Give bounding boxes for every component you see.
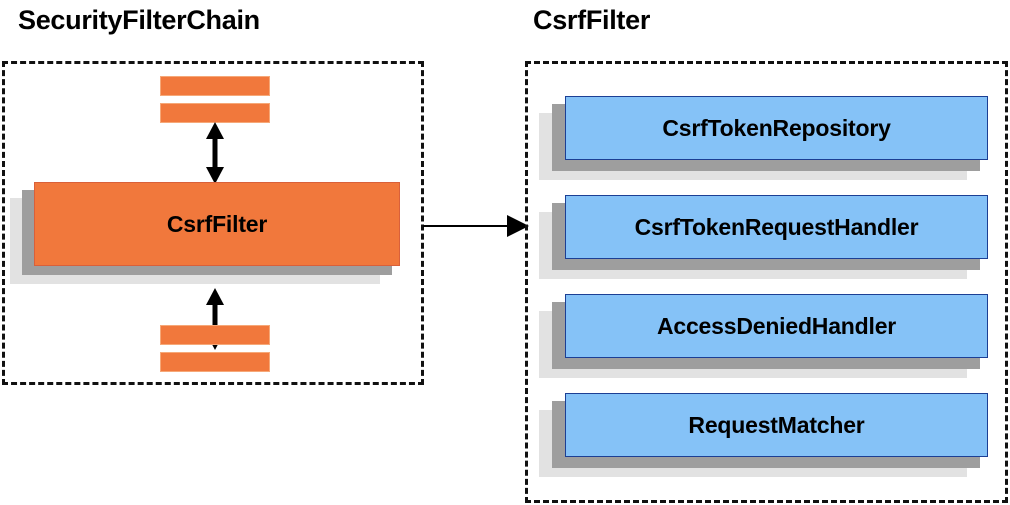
node-csrf-token-request-handler[interactable]: CsrfTokenRequestHandler — [565, 195, 988, 259]
arrow-chain-above-to-csrffilter — [206, 122, 224, 184]
panel-title-csrf-filter: CsrfFilter — [533, 5, 651, 35]
arrow-csrffilter-to-detail-panel — [423, 215, 529, 237]
node-csrffilter[interactable]: CsrfFilter — [34, 182, 400, 266]
node-csrf-token-repository-label: CsrfTokenRepository — [662, 114, 891, 141]
node-csrffilter-label: CsrfFilter — [166, 210, 268, 237]
filter-bar-bottom-1 — [160, 325, 270, 345]
filter-bar-top-1 — [160, 76, 270, 96]
node-csrf-token-request-handler-label: CsrfTokenRequestHandler — [634, 213, 919, 240]
node-csrf-token-repository[interactable]: CsrfTokenRepository — [565, 96, 988, 160]
filter-bar-bottom-2 — [160, 352, 270, 372]
node-request-matcher-label: RequestMatcher — [688, 411, 865, 438]
panel-title-security-filter-chain: SecurityFilterChain — [18, 5, 260, 35]
node-access-denied-handler-label: AccessDeniedHandler — [656, 312, 897, 339]
security-filter-chain-container — [2, 61, 424, 385]
node-request-matcher[interactable]: RequestMatcher — [565, 393, 988, 457]
csrf-filter-container — [525, 61, 1008, 503]
node-access-denied-handler[interactable]: AccessDeniedHandler — [565, 294, 988, 358]
filter-bar-top-2 — [160, 103, 270, 123]
